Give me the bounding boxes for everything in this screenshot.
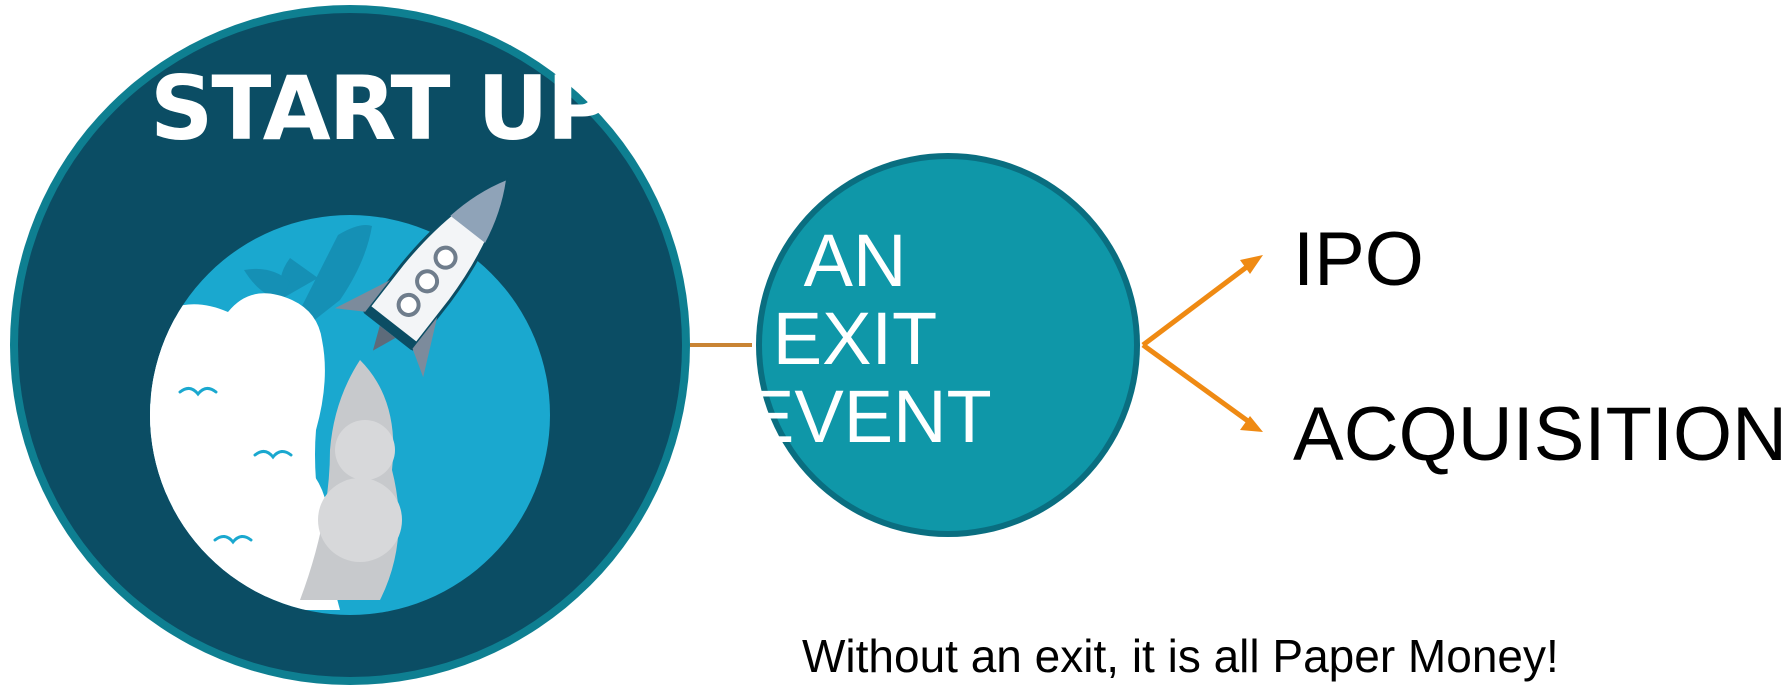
startup-title: START UP	[150, 65, 550, 153]
exit-event-line: AN	[745, 222, 965, 300]
footer-note: Without an exit, it is all Paper Money!	[802, 633, 1559, 679]
outcome-acquisition: ACQUISITION	[1293, 397, 1784, 473]
outcome-arrows	[1143, 255, 1263, 432]
arrow-to-acquisition	[1143, 345, 1252, 424]
exit-event-label: AN EXIT EVENT	[745, 222, 965, 456]
exit-event-line: EXIT	[745, 300, 965, 378]
exit-event-line: EVENT	[745, 378, 965, 456]
arrow-to-ipo	[1143, 263, 1252, 345]
outcome-ipo: IPO	[1293, 222, 1424, 298]
